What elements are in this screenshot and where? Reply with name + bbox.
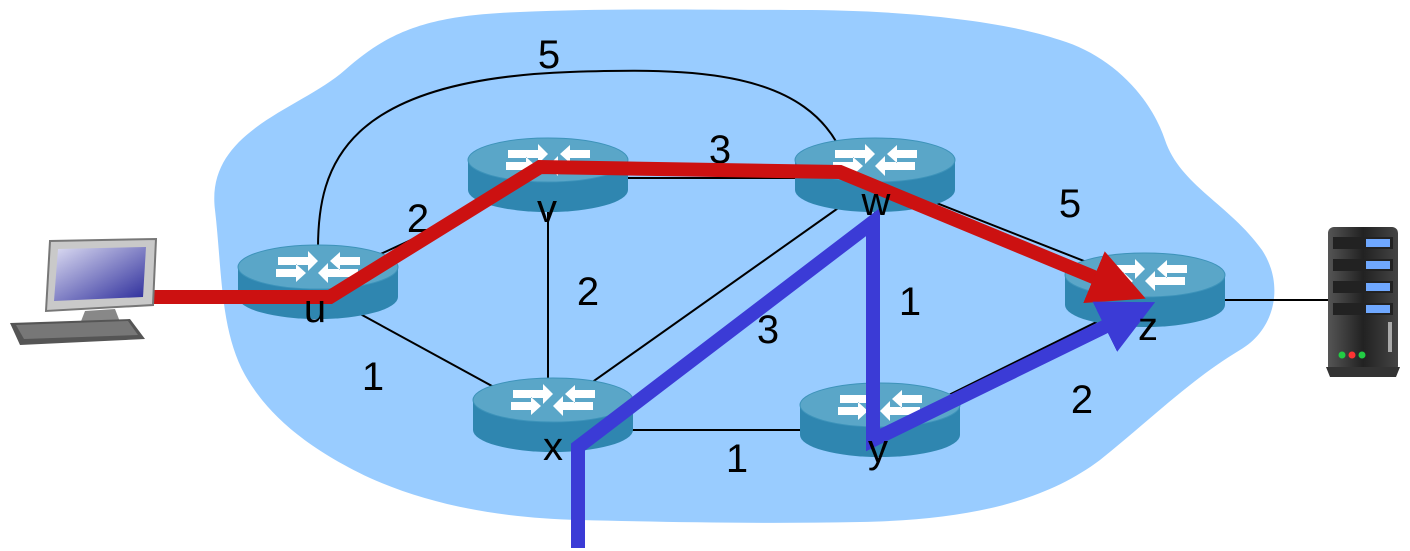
router-label-x: x	[543, 425, 563, 469]
link-cost-x-y: 1	[726, 437, 748, 481]
router-label-u: u	[304, 287, 326, 331]
router-label-z: z	[1138, 305, 1158, 349]
router-label-v: v	[537, 187, 557, 231]
server-icon	[1326, 227, 1400, 377]
link-cost-v-x: 2	[577, 270, 599, 314]
link-cost-y-z: 2	[1071, 378, 1093, 422]
router-label-y: y	[868, 427, 888, 471]
desktop-computer-icon	[10, 239, 156, 345]
link-cost-w-z: 5	[1059, 182, 1081, 226]
link-cost-u-w: 5	[538, 33, 560, 77]
router-label-w: w	[861, 180, 891, 224]
link-cost-w-y: 1	[899, 280, 921, 324]
link-cost-u-x: 1	[362, 355, 384, 399]
